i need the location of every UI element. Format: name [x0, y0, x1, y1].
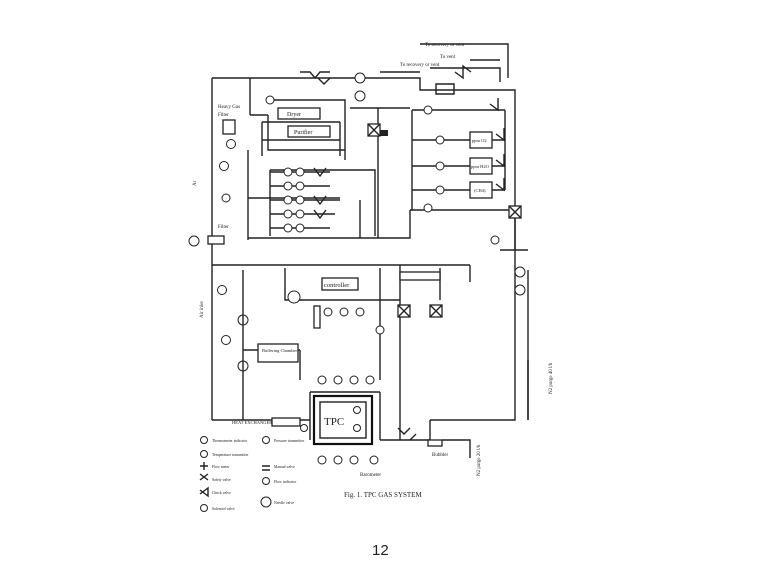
legend: Thermometer indicator Pressure transmitt…: [199, 436, 305, 512]
purifier-box: [287, 125, 331, 138]
pressure-gauge-1: [226, 139, 236, 149]
tpc-sensor-1: [353, 406, 361, 414]
legend-item-1: Pressure transmitter: [274, 439, 305, 443]
gauge-right-2: [514, 266, 526, 278]
tpc-sensor-2: [353, 424, 361, 432]
legend-item-4: Safety valve: [212, 478, 231, 482]
vent-line-top: [420, 43, 509, 82]
manifold-vertical: [269, 107, 410, 238]
gauge-mid-2: [339, 307, 349, 317]
gauge-right-3: [514, 284, 526, 296]
purifier-label: Purifier: [294, 129, 312, 136]
gauge-mid-3: [355, 307, 365, 317]
analyzer-column: ppm O2 ppm H2O (CH4): [411, 98, 506, 213]
gauge-tpc-top-1: [317, 375, 327, 385]
right-vertical-pipe: [430, 218, 529, 421]
ppm-o2-label: ppm O2: [472, 138, 487, 143]
gauge-tpc-bot-4: [369, 455, 379, 465]
ppm-o2-box: [469, 131, 493, 149]
solenoid-x-upper-cross: [367, 123, 381, 137]
barometer-label: Barometer: [360, 473, 381, 478]
manifold-rows: [270, 167, 340, 233]
controller-label: controller: [324, 282, 350, 289]
tank-right: [399, 271, 441, 281]
n2-purge-arrow-2: [442, 439, 471, 458]
valve-cluster-top: [300, 71, 331, 85]
bottle-mid: [313, 305, 321, 329]
dryer-label: Dryer: [287, 112, 301, 118]
gauge-top-1: [354, 72, 366, 84]
solenoid-x-mid-2-cross: [429, 304, 443, 318]
controller-box: [321, 277, 359, 291]
valve-top-right: [435, 83, 455, 95]
solenoid-x-mid-1-cross: [397, 304, 411, 318]
bubbler-box: [427, 439, 443, 447]
legend-item-3: Flow meter: [212, 465, 230, 469]
n2-purge-20: N2 purge 20 l/h: [477, 444, 482, 476]
gauge-tpc-top-4: [365, 375, 375, 385]
solenoid-block-upper: [380, 130, 388, 136]
valve-heat-ex: [300, 424, 308, 432]
label-heavy-gas: Heavy Gas: [218, 105, 240, 110]
buffering-chamber: [257, 343, 299, 363]
mid-horizontal-pipe: [212, 264, 471, 380]
label-ar: Ar: [193, 180, 198, 186]
legend-item-7: Manual valve: [274, 465, 295, 469]
ch4-box: [469, 181, 493, 199]
gauge-air-3: [221, 335, 231, 345]
gauge-right-1: [490, 235, 500, 245]
solenoid-x-right-cross: [508, 205, 522, 219]
gauge-mid-1: [323, 307, 333, 317]
tpc-inner: [319, 401, 367, 439]
gauge-tpc-bot-1: [317, 455, 327, 465]
label-filter-2: Filter: [218, 225, 229, 230]
dryer-box: [277, 107, 321, 120]
legend-item-2: Temperature transmitter: [212, 453, 249, 457]
recovery-line: [345, 71, 516, 250]
gauge-tpc-bot-3: [349, 455, 359, 465]
heat-exchanger-box: [271, 417, 301, 427]
valve-lower-right: [397, 427, 417, 441]
legend-item-8: Flow indicator: [274, 480, 297, 484]
gauge-tpc-bot-2: [333, 455, 343, 465]
gauge-air-1: [217, 285, 227, 295]
check-valve-top-right: [454, 64, 472, 80]
filter-box-2: [207, 235, 225, 245]
ppm-h2o-label: ppm H2O: [471, 164, 490, 169]
gauge-left-lower: [188, 235, 200, 247]
bubbler-label: Bubbler: [432, 453, 448, 458]
n2-purge-40: N2 purge 40 l/h: [549, 362, 554, 394]
figure-caption: Fig. 1. TPC GAS SYSTEM: [344, 491, 422, 499]
tpc-label: TPC: [324, 416, 344, 428]
pump-mid: [287, 290, 301, 304]
pressure-gauge-2: [219, 161, 229, 171]
gauge-tpc-top-2: [333, 375, 343, 385]
tpc-outer: [312, 394, 374, 446]
ch4-label: (CH4): [474, 188, 486, 193]
purifier-bypass: [261, 121, 341, 156]
top-label-vent: To vent: [440, 55, 456, 60]
legend-item-5: Check valve: [212, 491, 231, 495]
gauge-tpc-top-3: [349, 375, 359, 385]
ppm-h2o-box: [469, 157, 493, 175]
label-filter-1: Filter: [218, 113, 229, 118]
lower-pipe: [212, 340, 431, 441]
legend-item-0: Thermometer indicator: [212, 439, 248, 443]
label-air-inlet: Air inlet: [200, 301, 205, 318]
heat-exchanger-label: HEAT EXCHANGER: [232, 420, 272, 425]
gauge-top-2: [354, 90, 366, 102]
gauge-top-3: [265, 95, 275, 105]
buffering-label: Buffering Chamber: [262, 348, 298, 353]
upper-main-pipe: [211, 77, 515, 420]
gauge-left-mid: [221, 193, 231, 203]
legend-item-6: Solenoid valve: [212, 507, 235, 511]
page-number: 12: [372, 542, 389, 559]
top-label-recovery-2: To recovery or vent: [400, 63, 440, 68]
legend-item-9: Needle valve: [274, 501, 294, 505]
top-label-recovery-1: To recovery or vent: [425, 43, 465, 48]
gauge-mid-4: [375, 325, 385, 335]
filter-box-1: [222, 119, 236, 135]
